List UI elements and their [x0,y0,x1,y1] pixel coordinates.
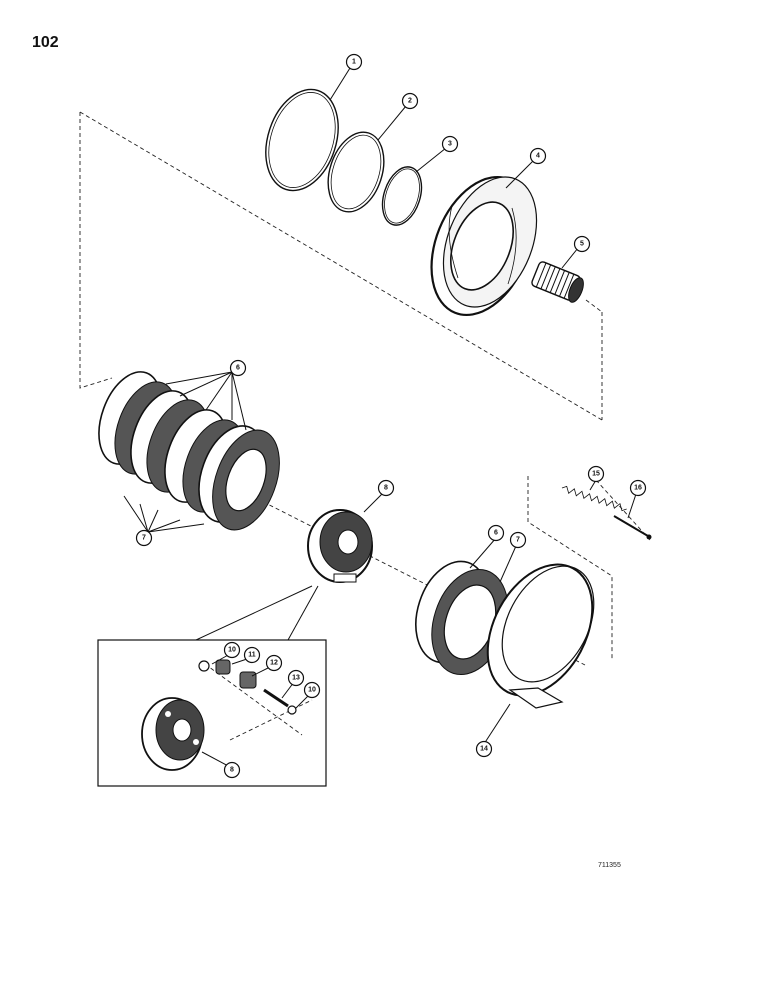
callout-7-lower: 7 [509,531,527,549]
svg-text:6: 6 [494,530,498,537]
callout-11: 11 [243,646,261,664]
callout-10-left: 10 [223,641,241,659]
svg-text:16: 16 [634,485,642,492]
svg-text:11: 11 [248,652,256,659]
pin-16 [613,515,652,540]
callout-15: 15 [587,465,605,483]
callout-6-upper: 6 [229,359,247,377]
callout-6-lower: 6 [487,524,505,542]
callout-4: 4 [529,147,547,165]
svg-text:7: 7 [142,535,146,542]
svg-text:1: 1 [352,59,356,66]
callout-5: 5 [573,235,591,253]
splined-shaft-5 [531,261,584,303]
seal-ring-3 [381,166,423,226]
callout-12: 12 [265,654,283,672]
inset-detail-box [97,585,327,787]
svg-text:5: 5 [580,241,584,248]
callout-16: 16 [629,479,647,497]
spring-15 [561,485,627,512]
svg-text:10: 10 [228,647,236,654]
callout-13: 13 [287,669,305,687]
svg-text:8: 8 [230,767,234,774]
svg-text:12: 12 [270,660,278,667]
callout-1: 1 [345,53,363,71]
seal-ring-2 [327,131,385,213]
clutch-pack-upper [98,371,280,531]
brake-band-14 [486,563,595,709]
svg-text:3: 3 [448,141,452,148]
piston-4 [430,175,538,317]
svg-text:4: 4 [536,153,540,160]
svg-text:14: 14 [480,746,488,753]
seal-ring-1 [265,88,339,192]
svg-text:7: 7 [516,537,520,544]
planet-carrier-8 [307,509,373,583]
svg-text:13: 13 [292,675,300,682]
callout-3: 3 [441,135,459,153]
clutch-plates-lower [415,560,509,676]
callout-14: 14 [475,740,493,758]
svg-text:2: 2 [408,98,412,105]
svg-text:10: 10 [308,687,316,694]
callout-2: 2 [401,92,419,110]
callout-8-center: 8 [377,479,395,497]
callout-10-right: 10 [303,681,321,699]
svg-text:8: 8 [384,485,388,492]
svg-text:15: 15 [592,471,600,478]
page-number: 102 [32,34,59,51]
leader-lines [123,67,637,769]
svg-text:6: 6 [236,365,240,372]
figure-code: 711355 [598,862,621,869]
callout-7-upper: 7 [135,529,153,547]
callout-8-inset: 8 [223,761,241,779]
